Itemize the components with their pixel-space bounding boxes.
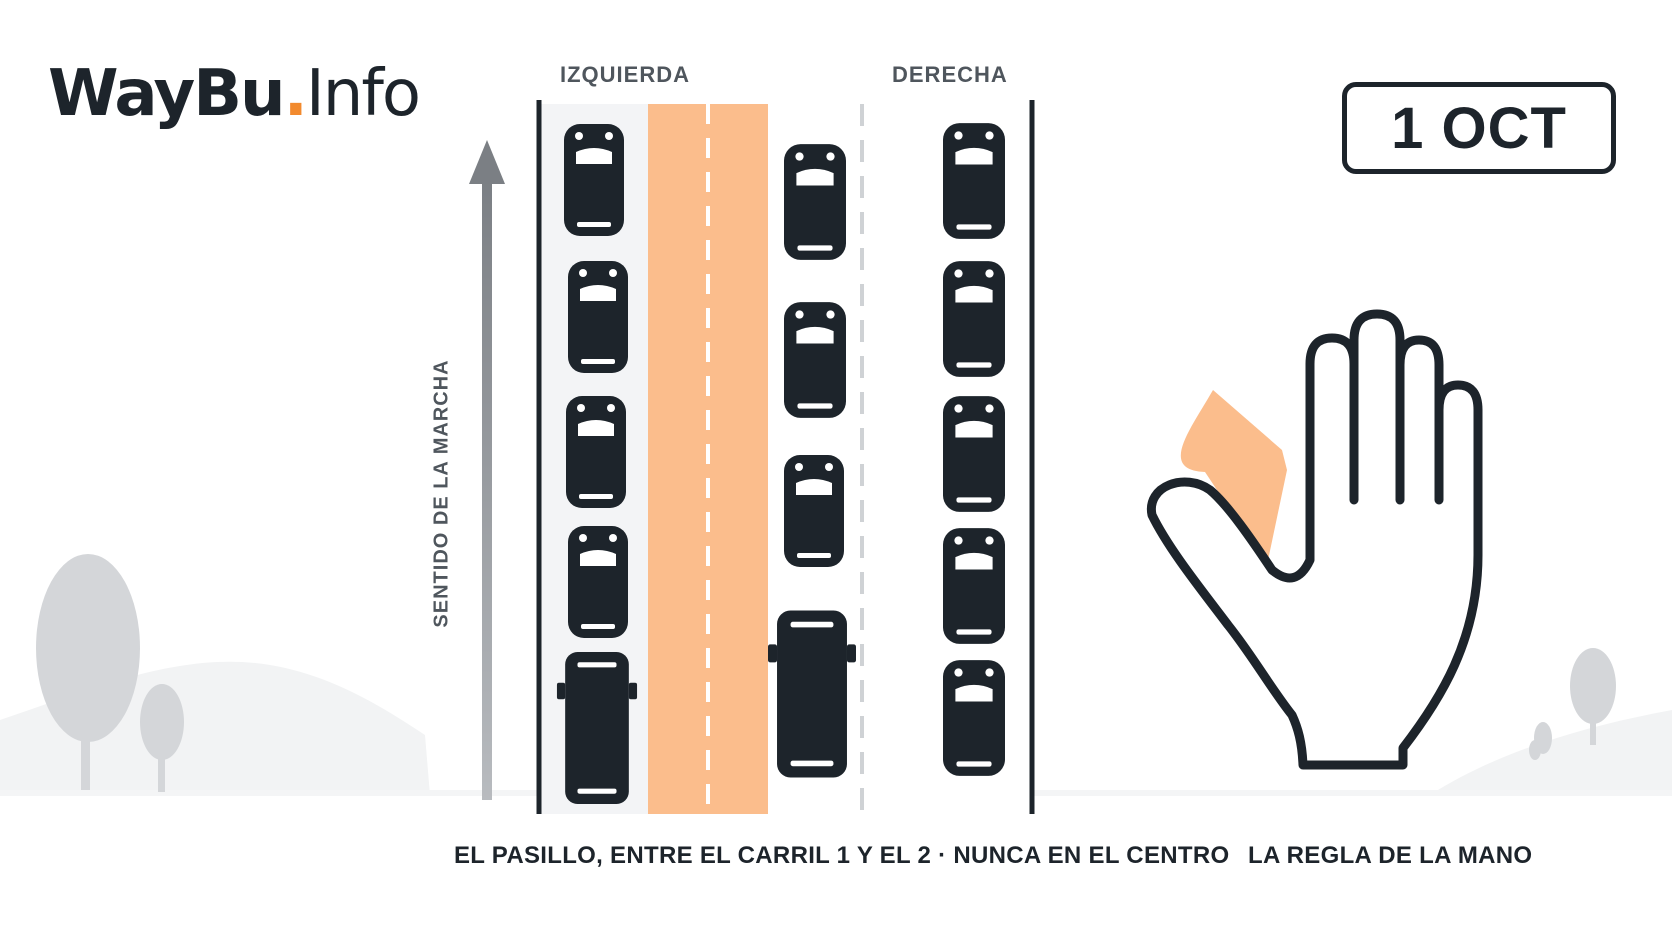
tree-icon bbox=[140, 684, 184, 792]
lane-label-left: IZQUIERDA bbox=[560, 62, 690, 87]
logo-dot: . bbox=[283, 57, 308, 131]
car-icon bbox=[943, 396, 1005, 512]
van-icon bbox=[556, 652, 638, 804]
waybu-logo[interactable]: WayBu.Info bbox=[48, 56, 421, 132]
logo-wordmark-light: Info bbox=[305, 57, 421, 131]
car-icon bbox=[568, 526, 628, 638]
logo-wordmark-bold: WayBu bbox=[48, 57, 286, 131]
car-icon bbox=[943, 123, 1005, 239]
car-icon bbox=[568, 261, 628, 373]
van-icon bbox=[768, 610, 856, 778]
car-icon bbox=[943, 660, 1005, 776]
car-icon bbox=[784, 455, 844, 567]
lane-label-right: DERECHA bbox=[892, 62, 1008, 87]
tree-icon bbox=[1570, 648, 1616, 745]
car-icon bbox=[943, 528, 1005, 644]
car-icon bbox=[943, 261, 1005, 377]
hand-icon bbox=[1146, 309, 1483, 770]
car-icon bbox=[784, 144, 846, 260]
hill-right bbox=[1430, 710, 1672, 795]
caption-hand-rule: LA REGLA DE LA MANO bbox=[1248, 842, 1533, 869]
direction-label: SENTIDO DE LA MARCHA bbox=[430, 359, 453, 628]
caption-corridor: EL PASILLO, ENTRE EL CARRIL 1 Y EL 2 · N… bbox=[454, 842, 1230, 869]
direction-arrow-icon bbox=[469, 140, 505, 800]
car-icon bbox=[566, 396, 626, 508]
tree-icon bbox=[36, 554, 140, 790]
car-icon bbox=[564, 124, 624, 236]
car-icon bbox=[784, 302, 846, 418]
date-badge: 1 OCT bbox=[1342, 82, 1616, 174]
tree-icon bbox=[1529, 722, 1552, 760]
